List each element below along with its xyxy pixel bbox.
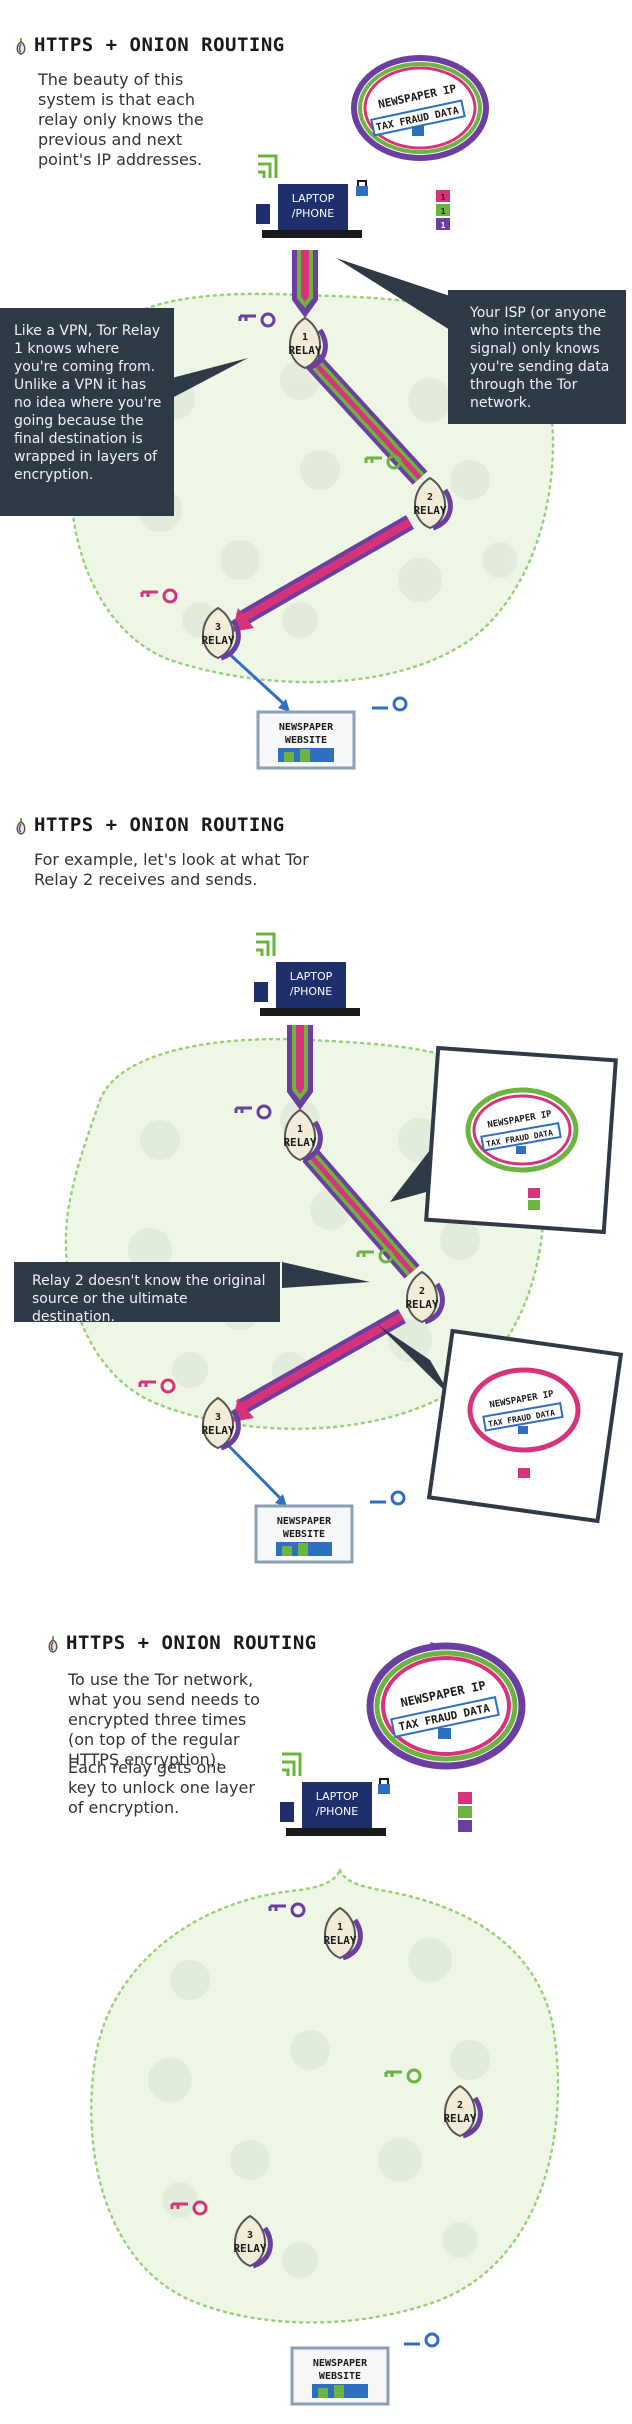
newspaper-website: NEWSPAPER WEBSITE (256, 710, 356, 770)
newspaper-website: NEWSPAPER WEBSITE (254, 1504, 354, 1564)
laptop-phone-device: LAPTOP /PHONE (254, 962, 360, 1016)
newspaper-website: NEWSPAPER WEBSITE (290, 2346, 390, 2406)
website-label-2: WEBSITE (283, 1529, 325, 1540)
relay-2-label: RELAY (405, 1298, 438, 1311)
relay-1-number: 1 (337, 1922, 343, 1933)
panel-1-title: HTTPS + ONION ROUTING (34, 34, 285, 56)
key-icon (140, 588, 178, 604)
website-label-1: NEWSPAPER (277, 1516, 332, 1527)
relay-1-label: RELAY (283, 1136, 316, 1149)
panel-1-diagram: LAPTOP /PHONE NEWSPAPER IP TAX FRAUD DAT… (70, 55, 555, 770)
wifi-icon (256, 932, 276, 956)
panel-1-intro: The beauty of this system is that each r… (38, 70, 204, 169)
key-icon (170, 2200, 208, 2216)
laptop-phone-device: LAPTOP /PHONE (256, 184, 362, 238)
panel-3: HTTPS + ONION ROUTING To use the Tor net… (0, 1600, 632, 2424)
relay-1-number: 1 (297, 1124, 303, 1135)
wifi-icon (282, 1752, 302, 1776)
relay-2-label: RELAY (443, 2112, 476, 2125)
outgoing-packet-box: NEWSPAPER IP TAX FRAUD DATA (426, 1328, 624, 1524)
relay-3-label: RELAY (233, 2242, 266, 2255)
tag-3: 1 (441, 221, 446, 230)
relay-2-number: 2 (419, 1286, 425, 1297)
panel-2-intro: For example, let's look at what Tor Rela… (34, 850, 309, 889)
website-label-1: NEWSPAPER (313, 2358, 368, 2369)
website-label-1: NEWSPAPER (279, 722, 334, 733)
relay-1: 1 RELAY (288, 316, 328, 371)
key-icon (268, 1902, 306, 1918)
key-icon (404, 2332, 440, 2348)
panel-2-title-row: HTTPS + ONION ROUTING (14, 814, 285, 836)
onion-icon (16, 37, 26, 55)
relay-2: 2 RELAY (413, 476, 453, 531)
key-icon (384, 2068, 422, 2084)
relay-1-number: 1 (302, 332, 308, 343)
panel-3-title: HTTPS + ONION ROUTING (66, 1632, 317, 1654)
website-label-2: WEBSITE (319, 2371, 361, 2382)
key-tags: 1 1 1 (436, 190, 450, 230)
relay-1: 1 RELAY (323, 1906, 363, 1961)
relay-1-label: RELAY (323, 1934, 356, 1947)
key-icon (370, 1490, 406, 1506)
laptop-phone-device: LAPTOP /PHONE (280, 1782, 386, 1836)
incoming-packet-box: NEWSPAPER IP TAX FRAUD DATA (424, 1045, 618, 1235)
padlock-icon (378, 1778, 390, 1794)
panel-1-title-row: HTTPS + ONION ROUTING (14, 34, 285, 56)
relay-2: 2 RELAY (405, 1270, 445, 1325)
relay-2-number: 2 (427, 492, 433, 503)
data-onion-bubble: NEWSPAPER IP TAX FRAUD DATA (351, 55, 489, 161)
tag-2: 1 (441, 207, 446, 216)
panel-2-title: HTTPS + ONION ROUTING (34, 814, 285, 836)
panel-1-callout-isp: Your ISP (or anyone who intercepts the s… (448, 290, 626, 424)
relay-3-number: 3 (247, 2230, 253, 2241)
padlock-icon (356, 180, 368, 196)
panel-3-diagram: NEWSPAPER IP TAX FRAUD DATA LAPTOP /PHON… (90, 1642, 560, 2406)
laptop-label-2: /PHONE (292, 207, 334, 220)
key-icon (364, 454, 402, 470)
laptop-label-1: LAPTOP (290, 970, 333, 983)
key-icon (234, 1104, 272, 1120)
relay-3-number: 3 (215, 1412, 221, 1423)
panel-2-diagram: LAPTOP /PHONE 1 RELAY 2 RELAY 3 RE (64, 932, 624, 1564)
key-icon (138, 1378, 176, 1394)
relay-3-label: RELAY (201, 634, 234, 647)
onion-icon (16, 817, 26, 835)
panel-3-title-row: HTTPS + ONION ROUTING (46, 1632, 317, 1654)
relay-3: 3 RELAY (201, 606, 241, 661)
website-label-2: WEBSITE (285, 735, 327, 746)
relay-1: 1 RELAY (283, 1108, 323, 1163)
laptop-label-1: LAPTOP (292, 192, 335, 205)
panel-1-callout-relay1: Like a VPN, Tor Relay 1 knows where you'… (0, 308, 174, 516)
relay-2-label: RELAY (413, 504, 446, 517)
wifi-icon (258, 154, 278, 178)
panel-2-callout-relay2: Relay 2 doesn't know the original source… (14, 1262, 280, 1325)
laptop-label-2: /PHONE (290, 985, 332, 998)
panel-3-intro-1: To use the Tor network, what you send ne… (68, 1670, 260, 1769)
relay-2: 2 RELAY (443, 2084, 483, 2139)
laptop-label-2: /PHONE (316, 1805, 358, 1818)
relay-2-number: 2 (457, 2100, 463, 2111)
relay-3-label: RELAY (201, 1424, 234, 1437)
key-icon (356, 1248, 394, 1264)
relay-3-number: 3 (215, 622, 221, 633)
tag-1: 1 (441, 193, 446, 202)
panel-2: HTTPS + ONION ROUTING For example, let's… (0, 800, 632, 1600)
panel-3-intro-2: Each relay gets one key to unlock one la… (68, 1758, 255, 1817)
key-icon (372, 696, 408, 712)
panel-1: HTTPS + ONION ROUTING The beauty of this… (0, 0, 632, 800)
relay-3: 3 RELAY (233, 2214, 273, 2269)
onion-icon (48, 1635, 58, 1653)
key-tags (458, 1792, 472, 1832)
data-onion-bubble: NEWSPAPER IP TAX FRAUD DATA (366, 1642, 526, 1770)
relay-1-label: RELAY (288, 344, 321, 357)
laptop-label-1: LAPTOP (316, 1790, 359, 1803)
relay-3: 3 RELAY (201, 1396, 241, 1451)
key-icon (238, 312, 276, 328)
